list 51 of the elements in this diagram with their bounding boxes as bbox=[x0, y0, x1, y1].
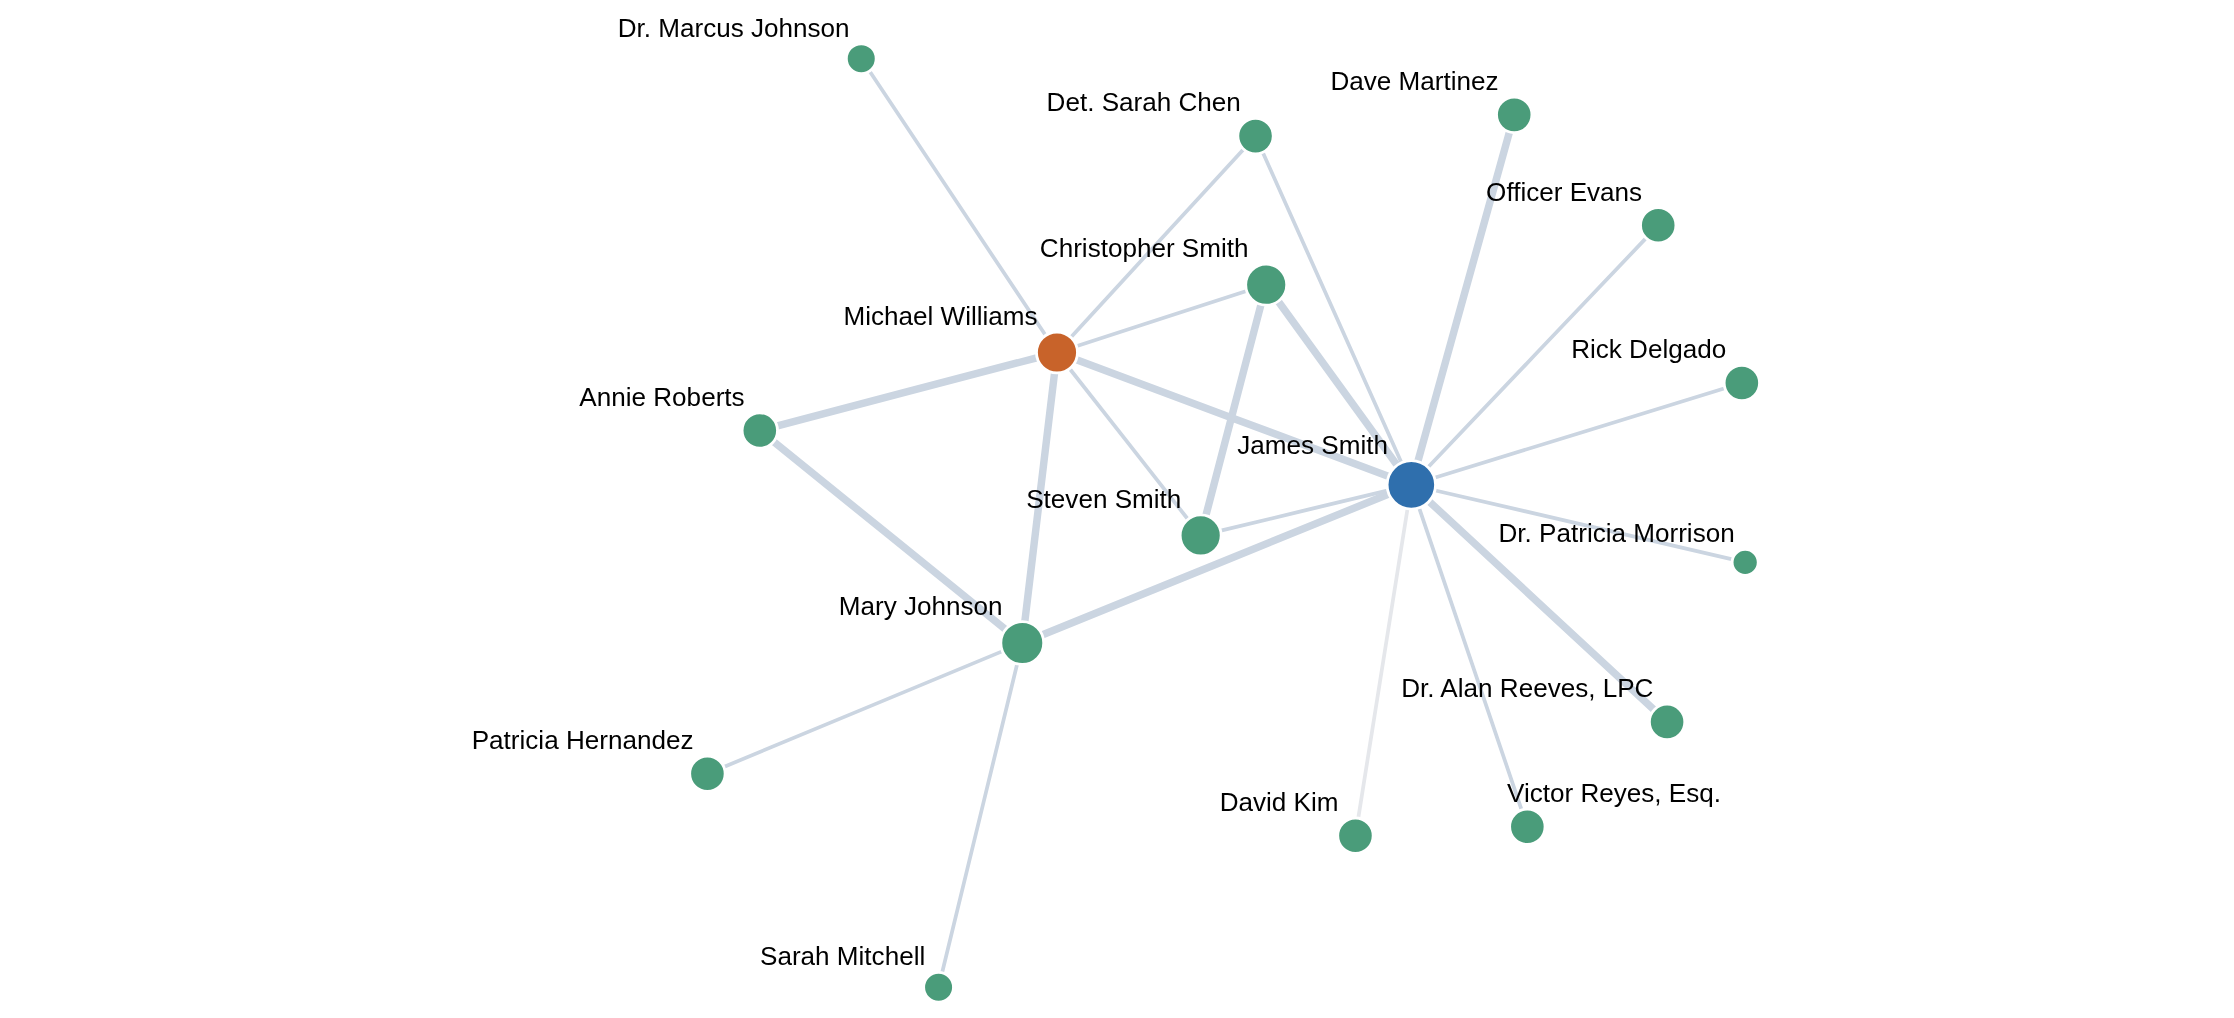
connector bbox=[939, 663, 1019, 973]
node-label: Dave Martinez bbox=[1329, 66, 1499, 97]
connector bbox=[1416, 507, 1523, 811]
node-label: Officer Evans bbox=[1485, 176, 1642, 207]
node-label: Dr. Patricia Morrison bbox=[1498, 518, 1735, 549]
node-label: Annie Roberts bbox=[578, 381, 745, 412]
connector bbox=[1355, 508, 1409, 819]
connector bbox=[1069, 148, 1244, 339]
node-circle bbox=[1647, 702, 1686, 741]
connector bbox=[1426, 499, 1656, 713]
connector bbox=[1040, 490, 1390, 639]
node-label: James Smith bbox=[1236, 429, 1388, 460]
node-circle bbox=[740, 411, 779, 450]
connector bbox=[1434, 488, 1733, 562]
node-label: Victor Reyes, Esq. bbox=[1506, 777, 1721, 808]
connector bbox=[1275, 299, 1400, 468]
connector bbox=[1219, 488, 1388, 533]
node-label: Steven Smith bbox=[1025, 483, 1181, 514]
node-circle bbox=[998, 620, 1045, 666]
node-label: Det. Sarah Chen bbox=[1046, 87, 1241, 118]
connector bbox=[1075, 289, 1247, 348]
node-circle bbox=[1638, 206, 1677, 245]
node-circle bbox=[1243, 262, 1288, 307]
node-label: Patricia Hernandez bbox=[471, 724, 693, 755]
connector bbox=[1067, 367, 1189, 521]
node-circle bbox=[1178, 513, 1223, 558]
connector bbox=[1074, 356, 1389, 480]
node-label: David Kim bbox=[1219, 786, 1338, 817]
node-circle bbox=[1722, 363, 1761, 403]
node-label: Dr. Marcus Johnson bbox=[617, 12, 850, 43]
node-label: Michael Williams bbox=[842, 300, 1038, 331]
node-label: Sarah Mitchell bbox=[759, 941, 925, 972]
node-circle bbox=[1385, 459, 1437, 511]
node-circle bbox=[1034, 330, 1079, 375]
connector bbox=[771, 439, 1008, 633]
connector bbox=[1433, 386, 1725, 480]
connector bbox=[723, 649, 1003, 769]
connector bbox=[1260, 152, 1403, 463]
node-circle bbox=[844, 42, 878, 75]
connector bbox=[776, 354, 1038, 430]
connector bbox=[1413, 131, 1513, 463]
node-label: Dr. Alan Reeves, LPC bbox=[1400, 673, 1653, 704]
node-label: Rick Delgado bbox=[1570, 334, 1726, 365]
connector bbox=[1426, 236, 1647, 469]
node-label: Mary Johnson bbox=[838, 590, 1003, 621]
node-circle bbox=[1494, 95, 1533, 134]
connector bbox=[867, 70, 1047, 337]
connector bbox=[1020, 372, 1058, 623]
connector bbox=[1201, 304, 1264, 517]
node-label: Christopher Smith bbox=[1039, 233, 1249, 264]
node-circle bbox=[1730, 547, 1760, 577]
